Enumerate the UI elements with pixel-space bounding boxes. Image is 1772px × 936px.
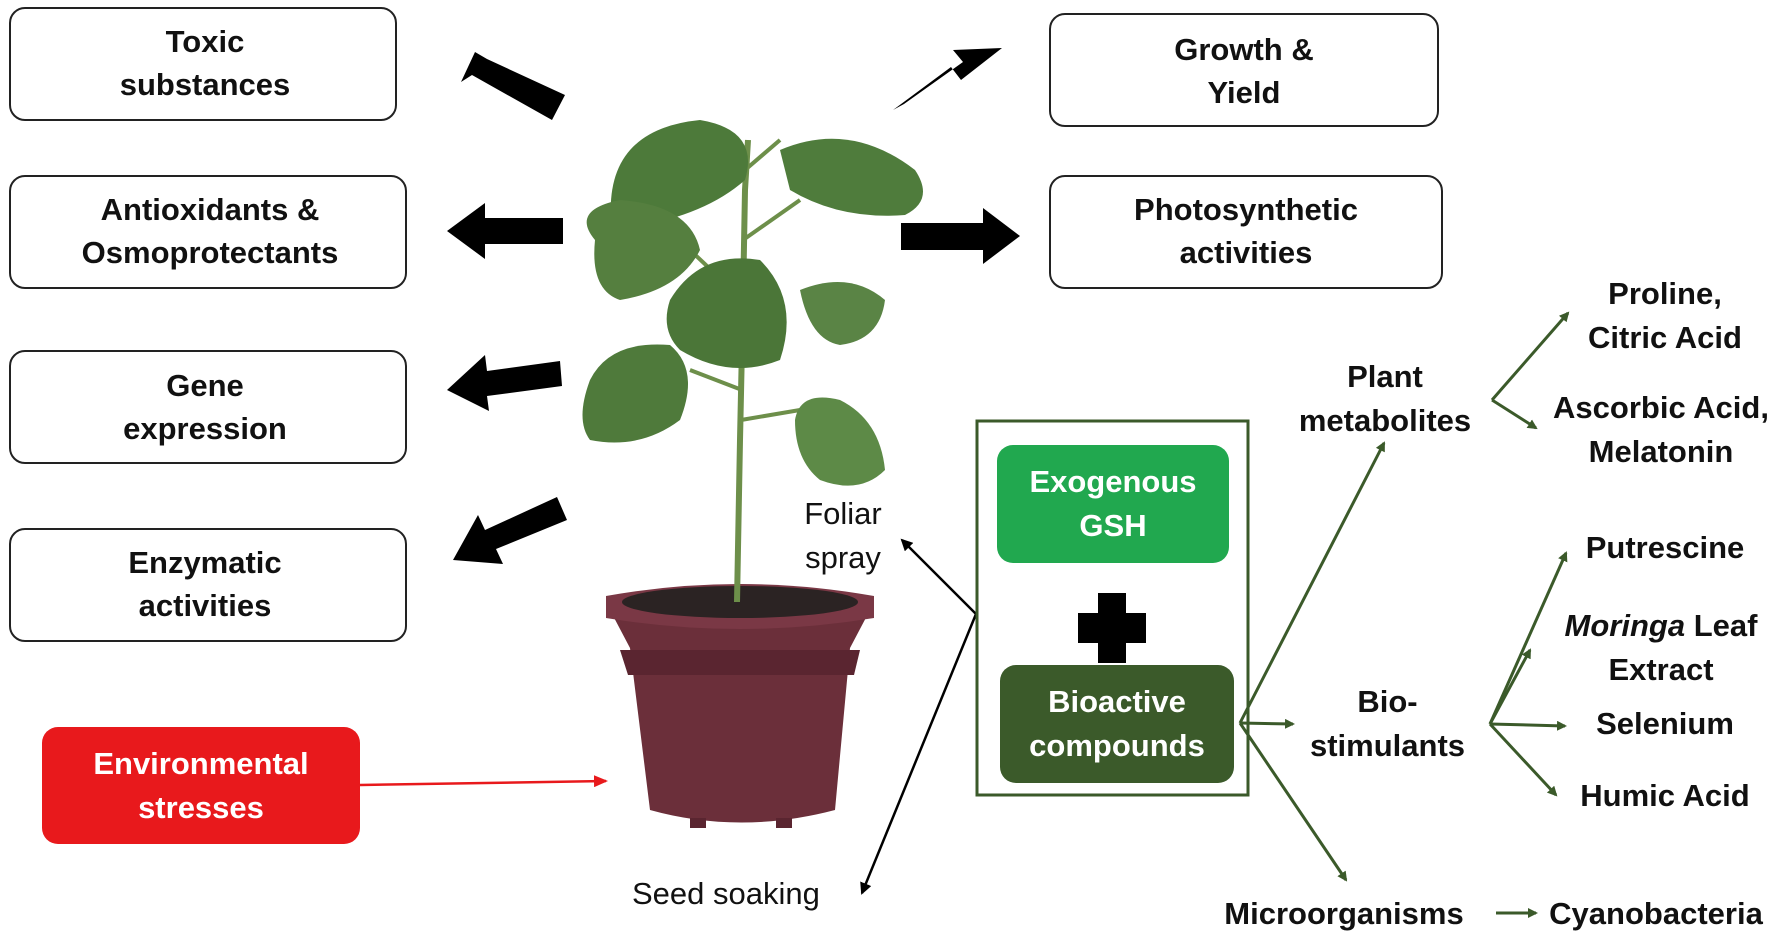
effect-box-enzymatic — [9, 528, 407, 642]
proline-citric-acid-label: Proline,Citric Acid — [1588, 276, 1742, 355]
effect-box-growth — [1049, 13, 1439, 127]
arrow-to-growth — [893, 48, 1002, 110]
effect-box-gene — [9, 350, 407, 464]
effect-box-toxic — [9, 7, 397, 121]
effect-box-photo — [1049, 175, 1443, 289]
effect-label-growth: Growth &Yield — [1174, 32, 1314, 110]
cyanobacteria-label: Cyanobacteria — [1549, 896, 1763, 931]
seed-soaking-label: Seed soaking — [632, 876, 820, 911]
arrow-to-antioxidants — [447, 203, 563, 259]
plus-sign-bar — [1078, 613, 1146, 643]
selenium-label: Selenium — [1596, 706, 1734, 741]
microorganisms-label: Microorganisms — [1224, 896, 1464, 931]
biostimulants-label: Bio-stimulants — [1309, 684, 1466, 763]
humic-acid-label: Humic Acid — [1580, 778, 1750, 813]
arrow-to-photo — [901, 208, 1020, 264]
arrow-foliar-spray — [900, 538, 977, 615]
ascorbic-acid-melatonin-label: Ascorbic Acid,Melatonin — [1553, 390, 1769, 469]
plant-pot-illustration — [606, 584, 874, 828]
moringa-leaf-extract-label: Moringa Leaf Extract — [1564, 608, 1758, 687]
effect-box-antioxidants — [9, 175, 407, 289]
arrow-to-gene — [447, 355, 562, 411]
arrow-to-enzymatic — [453, 497, 567, 564]
stress-arrow — [359, 775, 608, 788]
arrow-to-toxic — [461, 52, 565, 120]
putrescine-label: Putrescine — [1585, 530, 1745, 565]
effect-label-antioxidants: Antioxidants &Osmoprotectants — [81, 192, 339, 270]
arrow-seed-soaking — [860, 613, 978, 895]
category-arrows — [1238, 311, 1570, 918]
plant-illustration — [582, 120, 923, 603]
effect-arrows — [447, 48, 1020, 564]
treatment-frame — [975, 419, 1250, 797]
